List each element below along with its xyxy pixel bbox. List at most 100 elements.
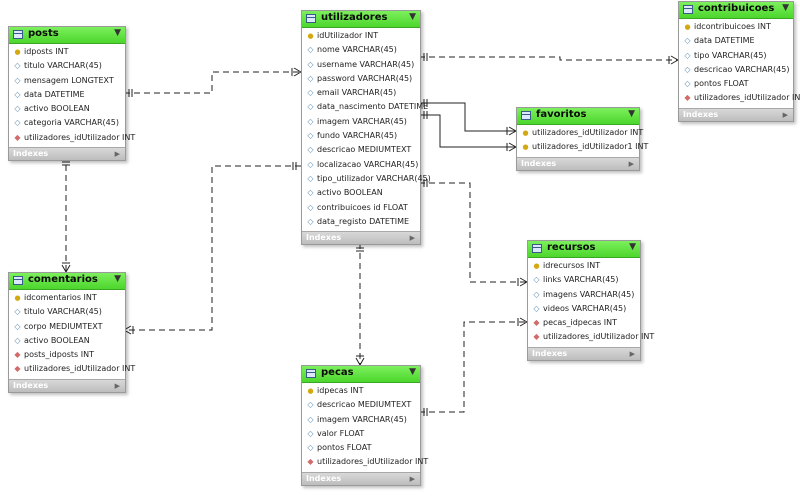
expand-arrow-icon[interactable]: ▶ [628, 159, 634, 168]
table-column[interactable]: ◇links VARCHAR(45) [528, 273, 640, 287]
column-list: ●idcomentarios INT◇titulo VARCHAR(45)◇co… [9, 290, 135, 379]
table-column[interactable]: ◇email VARCHAR(45) [302, 86, 420, 100]
table-column[interactable]: ●idcontribuicoes INT [679, 20, 793, 34]
indexes-footer[interactable]: Indexes▶ [9, 378, 125, 392]
expand-arrow-icon[interactable]: ▶ [114, 150, 120, 159]
table-column[interactable]: ●utilizadores_idUtilizador1 INT [517, 140, 648, 154]
table-column[interactable]: ◇imagem VARCHAR(45) [302, 115, 420, 129]
table-column[interactable]: ◆utilizadores_idUtilizador INT [9, 362, 135, 376]
table-recursos[interactable]: recursos▼●idrecursos INT◇links VARCHAR(4… [527, 240, 654, 361]
table-column[interactable]: ◇valor FLOAT [302, 427, 420, 441]
column-label: idUtilizador INT [317, 31, 379, 40]
relationship-utilizadores-contribuicoes[interactable] [419, 56, 678, 61]
table-pecas[interactable]: pecas▼●idpecas INT◇descricao MEDIUMTEXT◇… [301, 365, 428, 486]
relationship-posts-utilizadores[interactable] [124, 71, 301, 94]
relationship-utilizadores-recursos[interactable] [419, 182, 527, 283]
indexes-footer[interactable]: Indexes▶ [517, 156, 639, 170]
table-header[interactable]: utilizadores▼ [302, 11, 420, 28]
table-column[interactable]: ◇data_nascimento DATETIME [302, 100, 428, 114]
table-column[interactable]: ●utilizadores_idUtilizador INT [517, 126, 643, 140]
table-column[interactable]: ◆utilizadores_idUtilizador INT [9, 131, 135, 145]
indexes-footer[interactable]: Indexes▶ [302, 231, 420, 245]
relationship-utilizadores-favoritos-1[interactable] [419, 102, 516, 132]
table-column[interactable]: ◆posts_idposts INT [9, 348, 125, 362]
table-header[interactable]: favoritos▼ [517, 108, 639, 125]
table-column[interactable]: ◇titulo VARCHAR(45) [9, 59, 125, 73]
relationship-utilizadores-favoritos-2[interactable] [419, 114, 516, 148]
table-column[interactable]: ◆utilizadores_idUtilizador INT [679, 91, 800, 105]
table-column[interactable]: ◇data_registo DATETIME [302, 215, 420, 229]
table-utilizadores[interactable]: utilizadores▼●idUtilizador INT◇nome VARC… [301, 10, 431, 246]
table-column[interactable]: ◇categoria VARCHAR(45) [9, 116, 125, 130]
collapse-arrow-icon[interactable]: ▼ [409, 367, 416, 377]
indexes-footer[interactable]: Indexes▶ [679, 107, 793, 121]
indexes-footer[interactable]: Indexes▶ [528, 346, 640, 360]
table-column[interactable]: ◇descricao MEDIUMTEXT [302, 398, 420, 412]
table-column[interactable]: ◇tipo VARCHAR(45) [679, 49, 793, 63]
table-column[interactable]: ●idUtilizador INT [302, 29, 420, 43]
expand-arrow-icon[interactable]: ▶ [114, 381, 120, 390]
table-column[interactable]: ◇username VARCHAR(45) [302, 58, 420, 72]
table-column[interactable]: ◇descricao MEDIUMTEXT [302, 143, 420, 157]
table-column[interactable]: ◇descricao VARCHAR(45) [679, 63, 793, 77]
table-column[interactable]: ◆utilizadores_idUtilizador INT [528, 330, 654, 344]
table-column[interactable]: ◇videos VARCHAR(45) [528, 302, 640, 316]
table-comentarios[interactable]: comentarios▼●idcomentarios INT◇titulo VA… [8, 272, 135, 393]
table-column[interactable]: ◇pontos FLOAT [302, 441, 420, 455]
table-column[interactable]: ◆utilizadores_idUtilizador INT [302, 455, 428, 469]
table-column[interactable]: ●idposts INT [9, 45, 125, 59]
table-column[interactable]: ◇imagens VARCHAR(45) [528, 288, 640, 302]
table-header[interactable]: posts▼ [9, 27, 125, 44]
column-label: utilizadores_idUtilizador INT [543, 332, 655, 342]
collapse-arrow-icon[interactable]: ▼ [409, 12, 416, 22]
expand-arrow-icon[interactable]: ▶ [409, 474, 415, 483]
expand-arrow-icon[interactable]: ▶ [782, 110, 788, 119]
table-column[interactable]: ◇activo BOOLEAN [9, 102, 125, 116]
table-column[interactable]: ◇titulo VARCHAR(45) [9, 305, 125, 319]
table-header[interactable]: recursos▼ [528, 241, 640, 258]
table-column[interactable]: ◇imagem VARCHAR(45) [302, 413, 420, 427]
primary-key-icon: ● [307, 32, 314, 40]
collapse-arrow-icon[interactable]: ▼ [629, 242, 636, 252]
table-column[interactable]: ●idpecas INT [302, 384, 420, 398]
collapse-arrow-icon[interactable]: ▼ [114, 28, 121, 38]
table-contribuicoes[interactable]: contribuicoes▼●idcontribuicoes INT◇data … [678, 1, 800, 122]
collapse-arrow-icon[interactable]: ▼ [628, 109, 635, 119]
table-column[interactable]: ◇password VARCHAR(45) [302, 72, 420, 86]
collapse-arrow-icon[interactable]: ▼ [114, 274, 121, 284]
table-column[interactable]: ◇activo BOOLEAN [9, 334, 125, 348]
indexes-footer[interactable]: Indexes▶ [302, 471, 420, 485]
table-posts[interactable]: posts▼●idposts INT◇titulo VARCHAR(45)◇me… [8, 26, 135, 162]
table-column[interactable]: ◇nome VARCHAR(45) [302, 43, 420, 57]
table-column[interactable]: ◆pecas_idpecas INT [528, 316, 640, 330]
table-column[interactable]: ◇pontos FLOAT [679, 77, 793, 91]
table-header[interactable]: pecas ▼ [302, 366, 420, 383]
table-column[interactable]: ●idcomentarios INT [9, 291, 125, 305]
relationship-pecas-recursos[interactable] [419, 321, 527, 413]
table-column[interactable]: ◇corpo MEDIUMTEXT [9, 320, 125, 334]
column-icon: ◇ [307, 428, 314, 438]
table-header[interactable]: contribuicoes▼ [679, 2, 793, 19]
collapse-arrow-icon[interactable]: ▼ [782, 3, 789, 13]
table-column[interactable]: ◇contribuicoes id FLOAT [302, 201, 420, 215]
column-label: categoria VARCHAR(45) [24, 118, 119, 128]
table-column[interactable]: ◇fundo VARCHAR(45) [302, 129, 420, 143]
column-label: descricao MEDIUMTEXT [317, 145, 412, 155]
column-label: utilizadores_idUtilizador INT [24, 364, 136, 374]
expand-arrow-icon[interactable]: ▶ [629, 349, 635, 358]
table-column[interactable]: ●idrecursos INT [528, 259, 640, 273]
table-name: pecas [321, 367, 354, 378]
table-column[interactable]: ◇activo BOOLEAN [302, 186, 420, 200]
table-column[interactable]: ◇localizacao VARCHAR(45) [302, 158, 420, 172]
table-favoritos[interactable]: favoritos▼●utilizadores_idUtilizador INT… [516, 107, 648, 171]
table-column[interactable]: ◇data DATETIME [9, 88, 125, 102]
table-column[interactable]: ◇mensagem LONGTEXT [9, 74, 125, 88]
table-header[interactable]: comentarios▼ [9, 273, 125, 290]
column-icon: ◇ [307, 59, 314, 69]
relationship-utilizadores-comentarios[interactable] [124, 165, 301, 331]
expand-arrow-icon[interactable]: ▶ [409, 234, 415, 243]
table-column[interactable]: ◇data DATETIME [679, 34, 793, 48]
table-column[interactable]: ◇tipo_utilizador VARCHAR(45) [302, 172, 430, 186]
indexes-footer[interactable]: Indexes▶ [9, 147, 125, 161]
